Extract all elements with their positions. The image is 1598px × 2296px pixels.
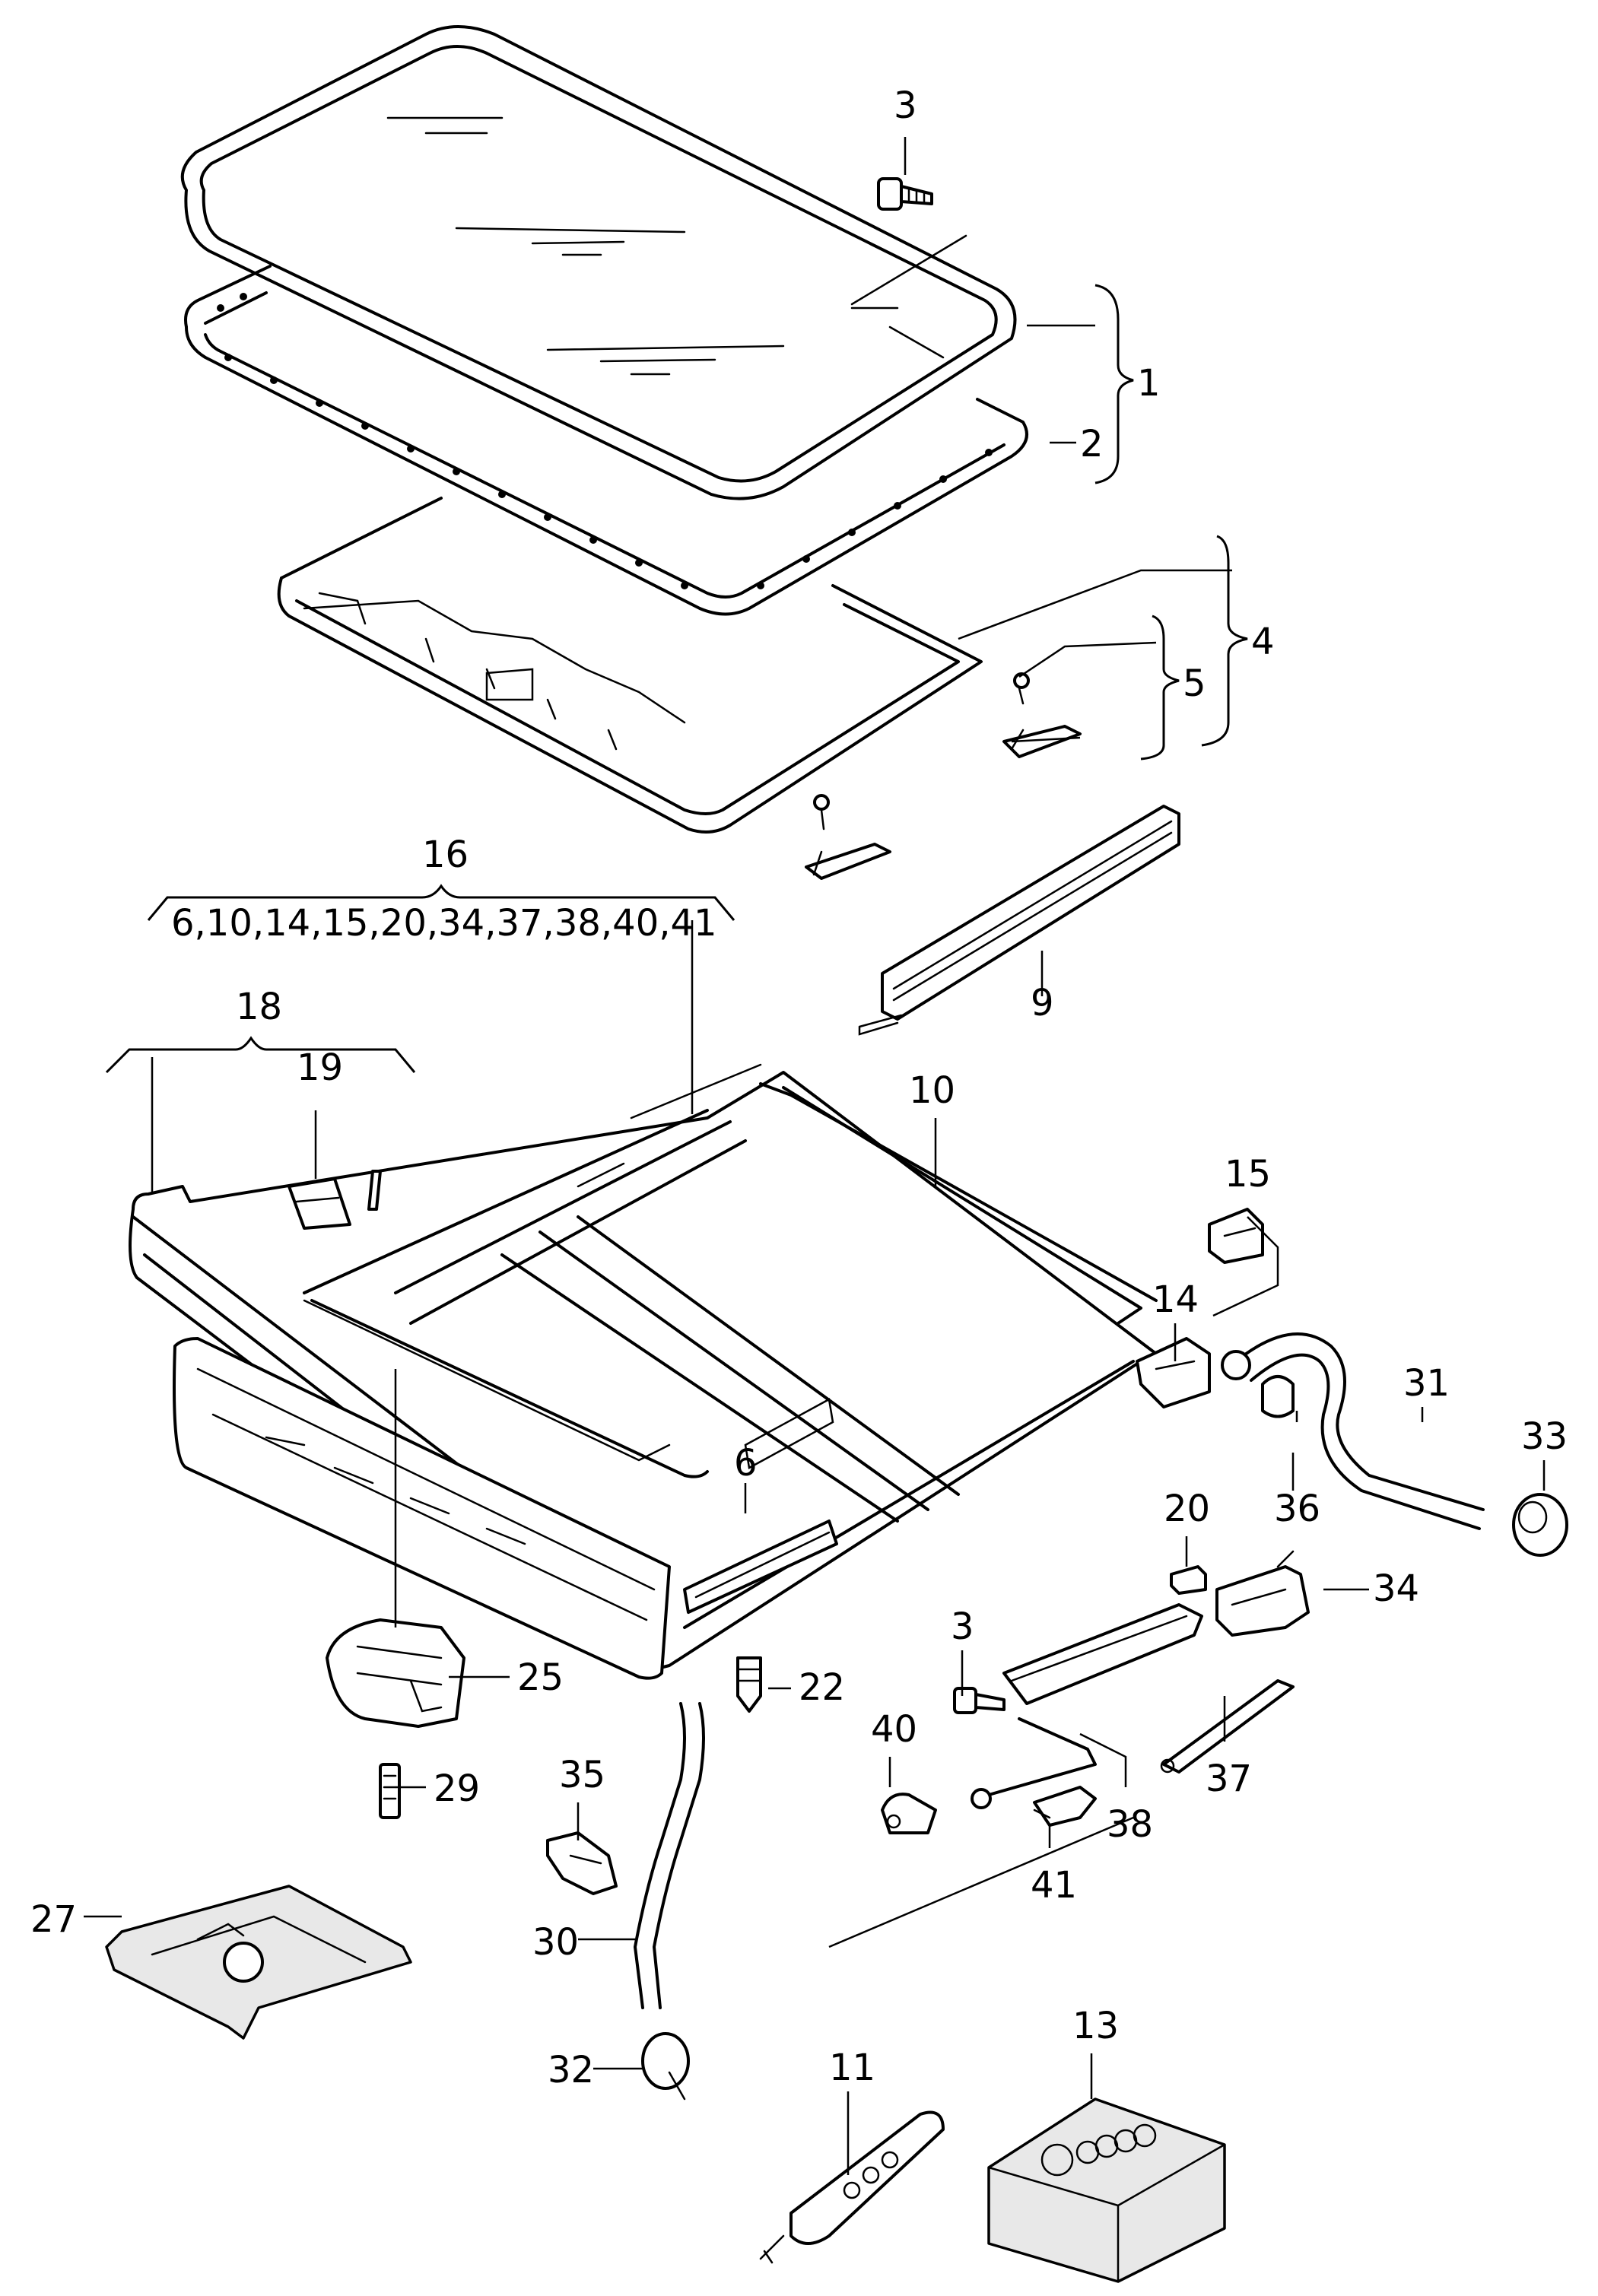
callout-25: 25 — [517, 1656, 564, 1699]
glass-panel-part-1 — [180, 25, 1017, 500]
callout-15: 15 — [1225, 1153, 1271, 1196]
long-guide-line — [828, 1816, 1134, 1948]
group-16-members: 6,10,14,15,20,34,37,38,40,41 — [171, 902, 717, 945]
callout-18: 18 — [236, 986, 282, 1028]
motor-part-25 — [326, 1618, 465, 1728]
repair-kit-box-part-13 — [987, 2098, 1226, 2283]
rivet-row — [217, 293, 993, 589]
callout-33: 33 — [1521, 1415, 1568, 1458]
callout-36: 36 — [1274, 1488, 1320, 1530]
callout-2: 2 — [1080, 423, 1104, 465]
frame-seal-part-2 — [184, 265, 1028, 616]
callout-35: 35 — [559, 1754, 605, 1796]
callout-31: 31 — [1403, 1362, 1450, 1405]
wind-deflector-rail-part-9 — [858, 805, 1180, 1036]
callout-16: 16 — [422, 834, 469, 876]
foam-pad-part-19 — [288, 1170, 382, 1230]
callout-labels: 1 2 3 4 5 9 16 6,10,14,15,20,34,37,38,40… — [30, 84, 1568, 2091]
screw-part-29 — [379, 1763, 401, 1819]
callout-6: 6 — [734, 1442, 758, 1485]
nozzle-part-22 — [736, 1656, 762, 1713]
callout-5: 5 — [1183, 662, 1206, 705]
group-braces — [105, 284, 1248, 1074]
leader-lines — [84, 137, 1546, 2175]
pad-part-20 — [1170, 1565, 1207, 1595]
drain-hose-part-30 — [634, 1702, 705, 2009]
bracket-part-34 — [1215, 1550, 1310, 1637]
callout-22: 22 — [799, 1666, 845, 1709]
callout-11: 11 — [829, 2047, 875, 2089]
callout-10: 10 — [909, 1069, 955, 1112]
callout-32: 32 — [548, 2049, 594, 2091]
callout-38: 38 — [1107, 1803, 1153, 1846]
clip-part-14 — [1136, 1337, 1211, 1408]
drain-valve-part-32 — [641, 2032, 690, 2101]
callout-19: 19 — [297, 1046, 343, 1089]
clip-part-35 — [546, 1831, 618, 1895]
guide-mechanism-part-38 — [971, 1603, 1203, 1809]
callout-30: 30 — [532, 1921, 579, 1964]
screw-part-3-top — [877, 177, 933, 211]
callout-1: 1 — [1137, 362, 1161, 405]
callout-40: 40 — [871, 1708, 917, 1751]
bracket-part-40 — [881, 1793, 937, 1834]
callout-20: 20 — [1164, 1488, 1210, 1530]
drain-hose-part-31 — [1221, 1332, 1485, 1530]
callout-3-top: 3 — [894, 84, 917, 127]
connector-part-41 — [1033, 1786, 1097, 1827]
control-unit-part-27 — [105, 1885, 412, 2040]
callout-14: 14 — [1152, 1278, 1199, 1321]
guide-piece-part-5 — [805, 672, 1082, 880]
sunroof-frame-part-4 — [277, 497, 983, 834]
callout-34: 34 — [1373, 1567, 1419, 1610]
callout-3-bottom: 3 — [951, 1605, 974, 1648]
guide-rail-part-37 — [1160, 1679, 1295, 1774]
callout-37: 37 — [1206, 1758, 1252, 1800]
callout-13: 13 — [1072, 2005, 1119, 2047]
grease-tube-part-11 — [759, 2110, 945, 2264]
callout-27: 27 — [30, 1898, 77, 1941]
callout-4: 4 — [1251, 621, 1275, 663]
callout-29: 29 — [434, 1767, 480, 1810]
drain-valve-part-33 — [1512, 1493, 1568, 1557]
clip-part-15 — [1208, 1208, 1264, 1264]
callout-41: 41 — [1031, 1864, 1077, 1907]
clamp-part-36 — [1261, 1375, 1295, 1418]
screw-part-3-bottom — [953, 1687, 1006, 1714]
callout-9: 9 — [1031, 982, 1054, 1024]
sunroof-housing-part-16 — [129, 1063, 1158, 1680]
